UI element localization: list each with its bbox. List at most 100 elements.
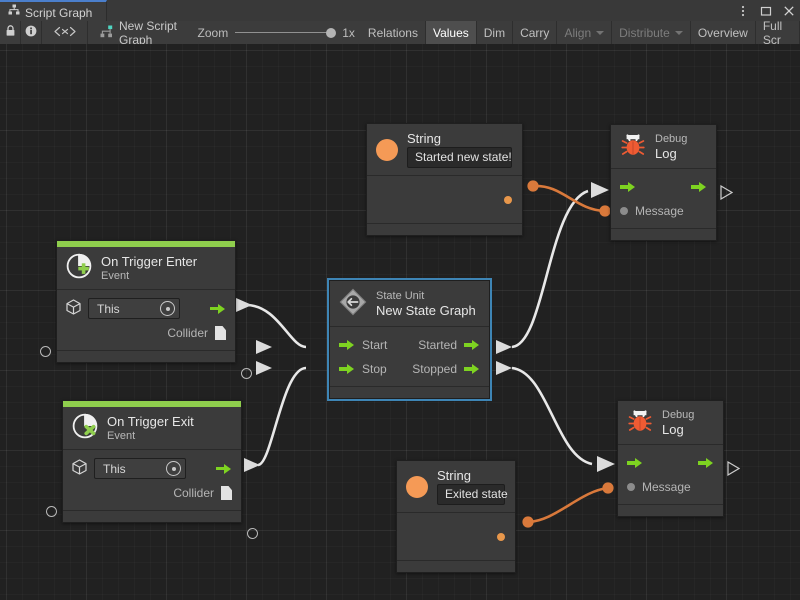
info-button[interactable] xyxy=(21,21,43,44)
zoom-slider-knob[interactable] xyxy=(326,27,337,38)
zoom-label: Zoom xyxy=(197,25,229,40)
string-value-field[interactable]: Started new state! xyxy=(407,147,512,168)
toolbar-button-values[interactable]: Values xyxy=(425,21,477,44)
flow-in-arrow-icon[interactable] xyxy=(620,182,636,192)
close-icon[interactable] xyxy=(782,4,796,18)
object-picker-icon[interactable] xyxy=(160,301,175,316)
node-debug-log-bottom[interactable]: Debug Log Message xyxy=(617,400,741,517)
object-picker-icon[interactable] xyxy=(166,461,181,476)
flow-output-connector[interactable] xyxy=(727,460,741,479)
flow-arrow-source xyxy=(236,298,252,312)
node-header: String Exited state xyxy=(397,461,515,513)
toolbar-button-dim[interactable]: Dim xyxy=(477,21,514,44)
node-on-trigger-enter[interactable]: On Trigger Enter Event This xyxy=(40,240,252,379)
collider-output-port[interactable] xyxy=(247,528,258,539)
data-port-source xyxy=(522,516,534,528)
string-value-field[interactable]: Exited state xyxy=(437,484,508,505)
message-input-port[interactable] xyxy=(620,207,628,215)
data-edge-string-to-message-top xyxy=(532,184,606,213)
window-controls xyxy=(736,0,796,21)
flow-in-arrow-icon[interactable] xyxy=(339,364,355,374)
target-object-field[interactable]: This xyxy=(88,298,180,319)
node-body: Message xyxy=(611,169,716,228)
lock-button[interactable] xyxy=(0,21,22,44)
flow-in-arrow-icon[interactable] xyxy=(627,458,643,468)
node-subtitle: State Unit xyxy=(376,289,425,302)
node-footer xyxy=(367,223,522,235)
toolbar-button-overview[interactable]: Overview xyxy=(691,21,756,44)
toolbar-button-distribute[interactable]: Distribute xyxy=(612,21,691,44)
window-tab-bar: Script Graph xyxy=(0,0,800,21)
toolbar-button-align[interactable]: Align xyxy=(557,21,613,44)
port-row-flow xyxy=(611,175,716,199)
flow-out-arrow-icon[interactable] xyxy=(210,303,226,314)
port-label-message: Message xyxy=(635,204,684,218)
chevron-down-icon xyxy=(674,30,683,35)
code-view-button[interactable] xyxy=(42,21,88,44)
port-row-stop: Stop Stopped xyxy=(330,357,489,381)
port-label-collider: Collider xyxy=(167,326,208,340)
chevron-down-icon xyxy=(596,30,605,35)
target-input-port[interactable] xyxy=(46,506,57,517)
flow-out-arrow-icon[interactable] xyxy=(464,340,480,350)
value-output-port[interactable] xyxy=(504,196,512,204)
toolbar-label-dim: Dim xyxy=(483,25,506,40)
node-on-trigger-exit[interactable]: On Trigger Exit Event This xyxy=(46,400,258,539)
value-output-port[interactable] xyxy=(497,533,505,541)
flow-edge-started-to-log xyxy=(511,189,589,349)
toolbar-button-fullscreen[interactable]: Full Scr xyxy=(756,19,800,47)
flow-out-arrow-icon[interactable] xyxy=(698,458,714,468)
flow-arrow-target xyxy=(256,361,272,375)
collider-doc-icon[interactable] xyxy=(221,486,232,500)
toolbar-label-carry: Carry xyxy=(520,25,550,40)
toolbar-button-relations[interactable]: Relations xyxy=(361,21,426,44)
port-label-collider: Collider xyxy=(173,486,214,500)
script-graph-icon xyxy=(100,25,113,41)
node-body: Start Started Stop Stopped xyxy=(330,327,489,386)
zoom-slider[interactable] xyxy=(235,27,337,39)
tab-script-graph[interactable]: Script Graph xyxy=(0,0,108,21)
data-port-source xyxy=(527,180,539,192)
maximize-icon[interactable] xyxy=(759,4,773,18)
flow-edge-stopped-to-log xyxy=(511,366,593,466)
port-row-message: Message xyxy=(618,475,723,499)
node-string-top[interactable]: String Started new state! xyxy=(366,123,523,236)
toolbar-label-align: Align xyxy=(564,25,592,40)
node-footer xyxy=(330,386,489,398)
graph-icon xyxy=(8,4,20,19)
data-port-target xyxy=(602,482,614,494)
bug-icon xyxy=(620,132,646,161)
node-body xyxy=(397,513,515,560)
target-object-field[interactable]: This xyxy=(94,458,186,479)
kebab-menu-icon[interactable] xyxy=(736,4,750,18)
collider-output-port[interactable] xyxy=(241,368,252,379)
target-input-port[interactable] xyxy=(40,346,51,357)
toolbar-button-carry[interactable]: Carry xyxy=(513,21,558,44)
port-label-message: Message xyxy=(642,480,691,494)
node-string-bottom[interactable]: String Exited state xyxy=(396,460,516,573)
target-object-value: This xyxy=(97,301,120,316)
graph-canvas[interactable]: String Started new state! xyxy=(0,44,800,600)
node-footer xyxy=(57,350,235,362)
node-debug-log-top[interactable]: Debug Log Message xyxy=(610,124,734,241)
flow-in-arrow-icon[interactable] xyxy=(339,340,355,350)
toolbar-label-overview: Overview xyxy=(697,25,748,40)
flow-out-arrow-icon[interactable] xyxy=(464,364,480,374)
toolbar-label-values: Values xyxy=(432,25,469,40)
graph-toolbar: New Script Graph Zoom 1x Relations Value… xyxy=(0,19,800,47)
message-input-port[interactable] xyxy=(627,483,635,491)
port-row-target: This xyxy=(63,456,241,481)
flow-out-arrow-icon[interactable] xyxy=(216,463,232,474)
zoom-slider-track xyxy=(235,32,336,33)
node-header: Debug Log xyxy=(618,401,723,445)
flow-out-arrow-icon[interactable] xyxy=(691,182,707,192)
node-state-unit[interactable]: State Unit New State Graph Start Started xyxy=(327,278,492,401)
info-icon xyxy=(25,25,37,40)
graph-name-button[interactable]: New Script Graph xyxy=(88,19,192,47)
flow-output-connector[interactable] xyxy=(720,184,734,203)
node-title: On Trigger Exit xyxy=(107,413,194,429)
collider-doc-icon[interactable] xyxy=(215,326,226,340)
data-edge-string-to-message-bottom xyxy=(527,486,609,524)
flow-edge-exit-to-stop xyxy=(257,366,307,467)
zoom-control[interactable]: Zoom 1x xyxy=(192,21,361,44)
